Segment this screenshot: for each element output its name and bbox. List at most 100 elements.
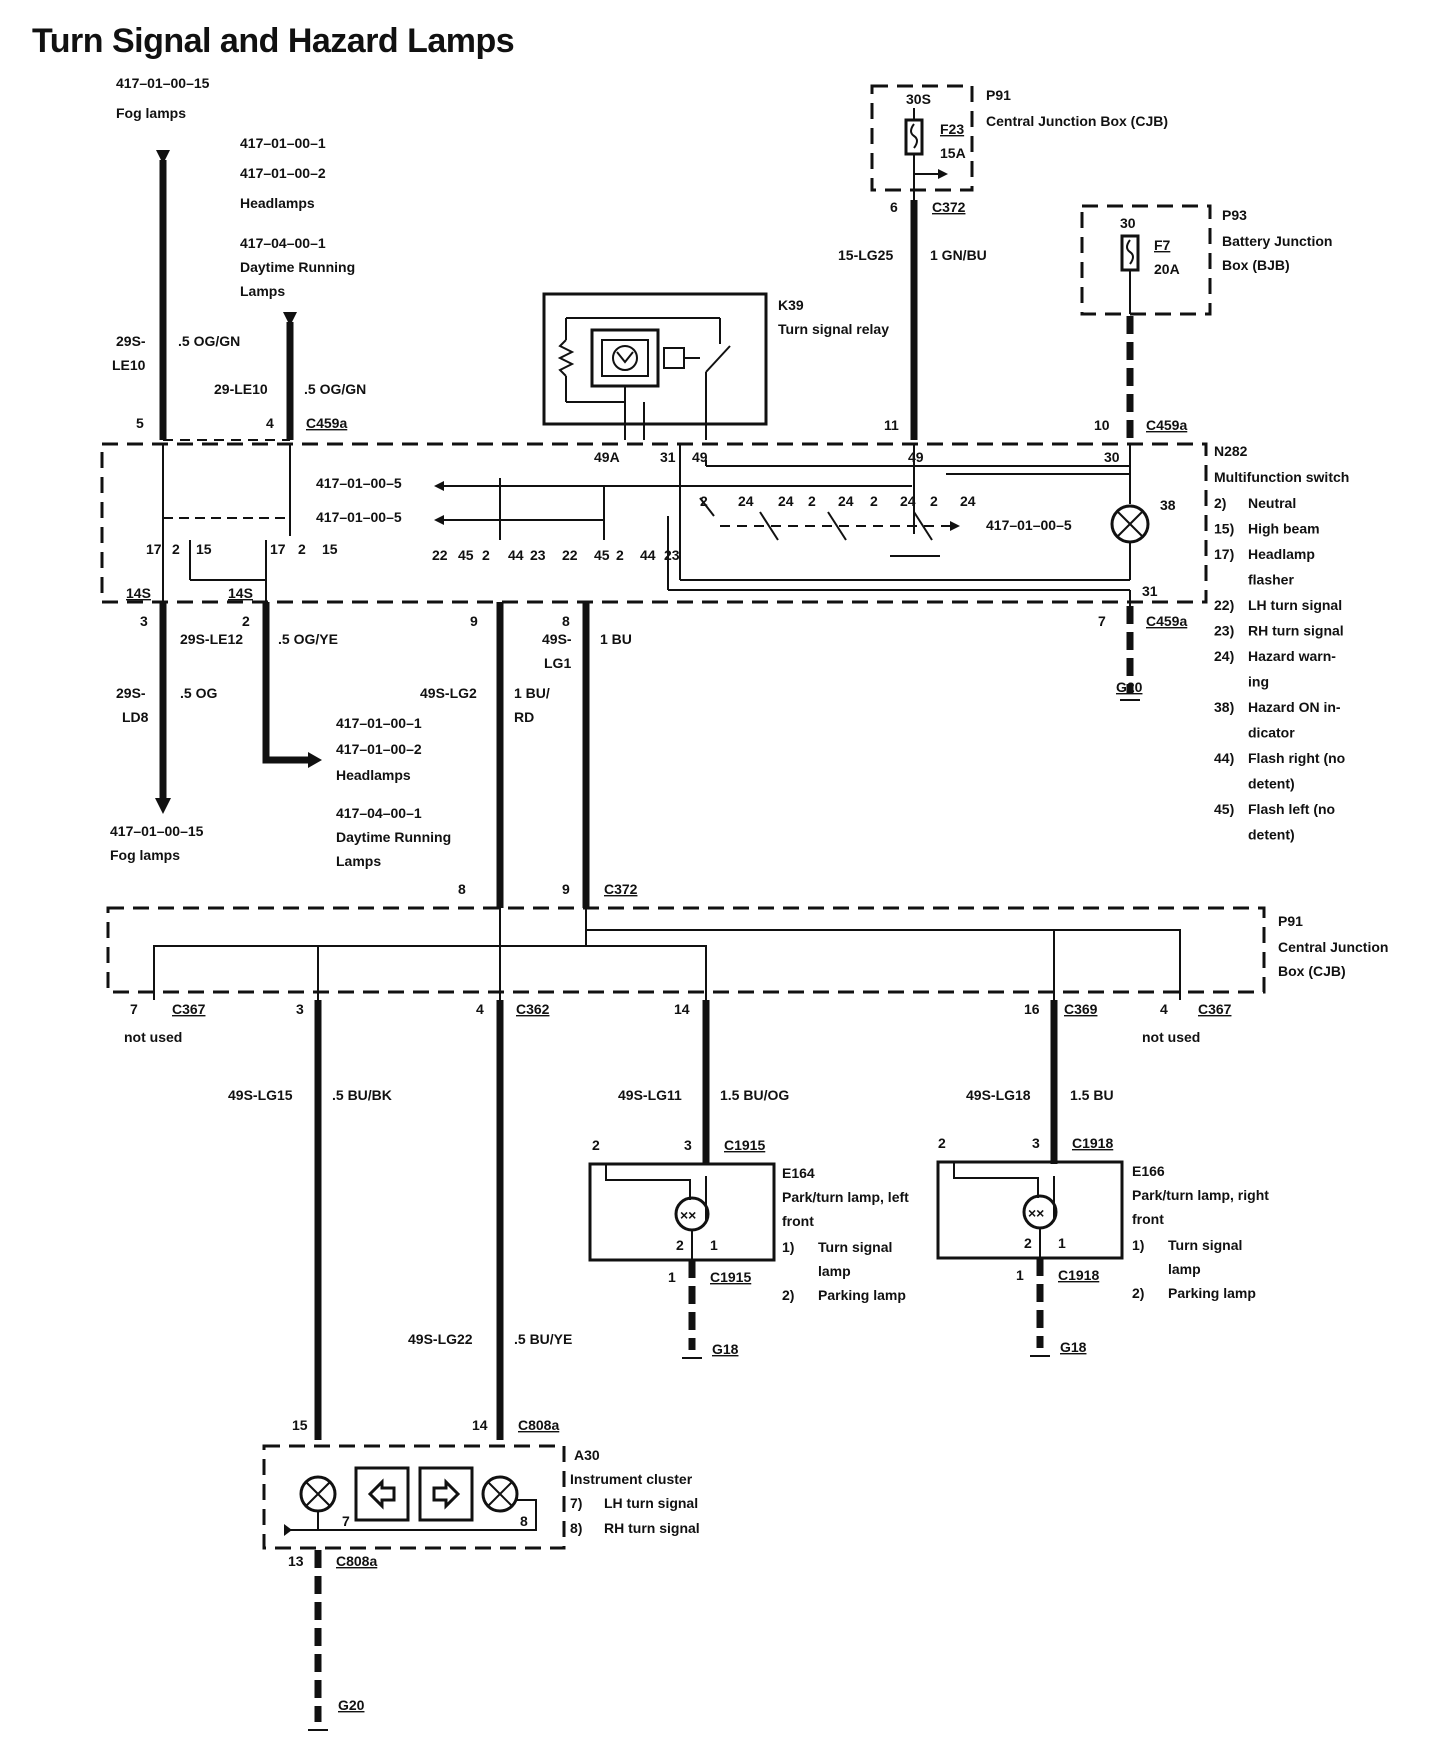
switch-contact-label: 2 xyxy=(808,493,816,509)
switch-contact-label: 23 xyxy=(664,547,680,563)
e164-legend-item-text: lamp xyxy=(818,1263,851,1279)
pin-3-cjb: 3 xyxy=(296,1001,304,1017)
pin-4-cjb-right: 4 xyxy=(1160,1001,1168,1017)
wire-49s-lg15-color: .5 BU/BK xyxy=(332,1087,392,1103)
e166-id: E166 xyxy=(1132,1163,1165,1179)
n282-legend-item-text: RH turn signal xyxy=(1248,623,1344,639)
connector-c459a-ground: C459a xyxy=(1146,613,1187,629)
pin-9-cjb: 9 xyxy=(562,881,570,897)
hazard-indicator-lamp-icon xyxy=(1110,504,1150,544)
switch-contact-label: 2 xyxy=(172,541,180,557)
p91-mid-box xyxy=(106,906,1266,994)
n282-legend-item-text: LH turn signal xyxy=(1248,597,1342,613)
wire-49s-lg22-color: .5 BU/YE xyxy=(514,1331,572,1347)
connector-c1915-top: C1915 xyxy=(724,1137,765,1153)
pin-31-relay: 31 xyxy=(660,449,676,465)
e164-pin-1-inner: 1 xyxy=(710,1237,718,1253)
switch-contact-label: 17 xyxy=(146,541,162,557)
switch-contact-label: 2 xyxy=(298,541,306,557)
n282-legend-item-text: Hazard ON in- xyxy=(1248,699,1341,715)
fog-top-arrow-icon xyxy=(156,150,170,164)
e164-id: E164 xyxy=(782,1165,815,1181)
wire-49s-lg2-code: 49S-LG2 xyxy=(420,685,477,701)
p91-mid-name-2: Box (CJB) xyxy=(1278,963,1346,979)
connector-c367-right: C367 xyxy=(1198,1001,1232,1017)
n282-legend-item-number: 15) xyxy=(1214,521,1234,537)
e166-legend-item-text: Parking lamp xyxy=(1168,1285,1256,1301)
e164-legend-item-number: 2) xyxy=(782,1287,794,1303)
n282-legend-item-number: 23) xyxy=(1214,623,1234,639)
ref-fog-bottom-code: 417–01–00–15 xyxy=(110,823,204,839)
e164-legend-item-text: Turn signal xyxy=(818,1239,892,1255)
cjb-bus-e xyxy=(586,929,1055,1000)
k39-id: K39 xyxy=(778,297,804,313)
n282-legend-item-text: detent) xyxy=(1248,827,1295,843)
wire-49s-lg11-code: 49S-LG11 xyxy=(618,1087,682,1103)
wire-29-le10-color: .5 OG/GN xyxy=(304,381,366,397)
wire-29s-le12-color: .5 OG/YE xyxy=(278,631,338,647)
not-used-left: not used xyxy=(124,1029,182,1045)
e164-name-2: front xyxy=(782,1213,814,1229)
n282-legend-item-number: 38) xyxy=(1214,699,1234,715)
p93-name-1: Battery Junction xyxy=(1222,233,1332,249)
k39-relay-box xyxy=(542,292,768,426)
pin-6: 6 xyxy=(890,199,898,215)
pin-11: 11 xyxy=(884,417,899,433)
p91-top-pin: 30S xyxy=(906,91,931,107)
a30-pin-14: 14 xyxy=(472,1417,488,1433)
p93-name-2: Box (BJB) xyxy=(1222,257,1290,273)
e166-lamp-box xyxy=(936,1160,1124,1260)
fuse-f7-id: F7 xyxy=(1154,237,1171,253)
n282-legend-item-text: Neutral xyxy=(1248,495,1296,511)
n282-legend-item-text: Flash right (no xyxy=(1248,750,1345,766)
a30-pin-15: 15 xyxy=(292,1417,308,1433)
k39-flasher-inner xyxy=(601,339,649,377)
p93-box xyxy=(1080,204,1212,316)
pin-16-cjb: 16 xyxy=(1024,1001,1040,1017)
pin-5: 5 xyxy=(136,415,144,431)
connector-c1915-bottom: C1915 xyxy=(710,1269,751,1285)
right-arrow-icon xyxy=(432,1478,461,1510)
p91-mid-id: P91 xyxy=(1278,913,1303,929)
switch-contact-label: 15 xyxy=(322,541,338,557)
switch-contact-label: 24 xyxy=(738,493,754,509)
n282-legend-item-number: 44) xyxy=(1214,750,1234,766)
not-used-right: not used xyxy=(1142,1029,1200,1045)
ref-head-top-3: Headlamps xyxy=(240,195,315,211)
connector-c367-left: C367 xyxy=(172,1001,206,1017)
ground-g18-left: G18 xyxy=(712,1341,739,1357)
n282-contact-3 xyxy=(827,511,847,541)
ref-head-bottom-5: Daytime Running xyxy=(336,829,451,845)
ref-head-bottom-2: 417–01–00–2 xyxy=(336,741,422,757)
e164-pin-1-bottom: 1 xyxy=(668,1269,676,1285)
e166-legend-item-number: 2) xyxy=(1132,1285,1144,1301)
n282-legend-item-text: High beam xyxy=(1248,521,1320,537)
ref-head-top-2: 417–01–00–2 xyxy=(240,165,326,181)
pin-4-cjb: 4 xyxy=(476,1001,484,1017)
wire-29s-ld8-code-1: 29S- xyxy=(116,685,146,701)
e166-bulb-filament: ×× xyxy=(1028,1205,1044,1221)
a30-pin-13: 13 xyxy=(288,1553,304,1569)
n282-ref-arrow-right-icon xyxy=(950,521,960,531)
wire-29s-le12 xyxy=(262,602,310,764)
headlamp-top-arrow-icon xyxy=(283,312,297,326)
n282-legend-item-text: flasher xyxy=(1248,572,1294,588)
switch-contact-label: 45 xyxy=(594,547,610,563)
n282-ref-3: 417–01–00–5 xyxy=(986,517,1072,533)
fuse-f23-element xyxy=(910,123,918,149)
wire-49s-lg1-color: 1 BU xyxy=(600,631,632,647)
wire-29s-ld8-color: .5 OG xyxy=(180,685,217,701)
ref-head-top-1: 417–01–00–1 xyxy=(240,135,326,151)
n282-legend-item-number: 24) xyxy=(1214,648,1234,664)
a30-legend-item-number: 7) xyxy=(570,1495,582,1511)
pin-49a: 49A xyxy=(594,449,620,465)
wire-29s-le12-code: 29S-LE12 xyxy=(180,631,243,647)
switch-contact-label: 24 xyxy=(900,493,916,509)
wire-49s-lg1-code-2: LG1 xyxy=(544,655,571,671)
e166-pin-2-top: 2 xyxy=(938,1135,946,1151)
pin-49-switch: 49 xyxy=(908,449,924,465)
connector-c808a-top: C808a xyxy=(518,1417,559,1433)
e166-pin-3-top: 3 xyxy=(1032,1135,1040,1151)
